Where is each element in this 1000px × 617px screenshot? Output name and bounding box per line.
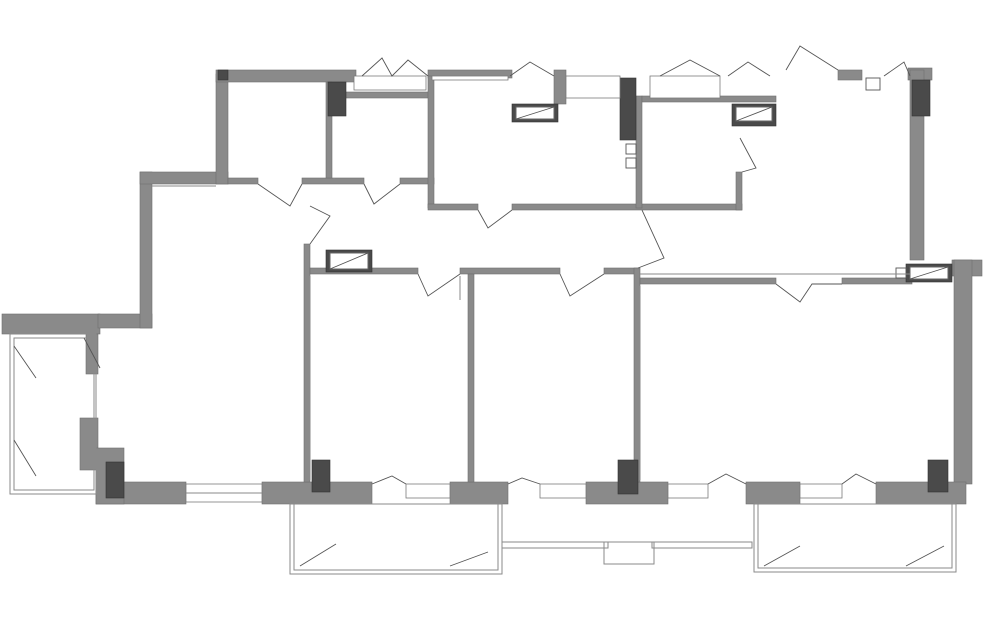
balcony-right — [753, 503, 957, 573]
balcony-left — [9, 333, 101, 495]
interior-walls — [85, 75, 913, 483]
ventilation-shafts — [325, 77, 953, 283]
exterior-walls — [1, 67, 983, 505]
wall-details — [152, 178, 910, 480]
windows — [185, 75, 843, 503]
doors — [257, 45, 911, 485]
columns — [105, 69, 949, 499]
balcony-center — [289, 503, 753, 575]
